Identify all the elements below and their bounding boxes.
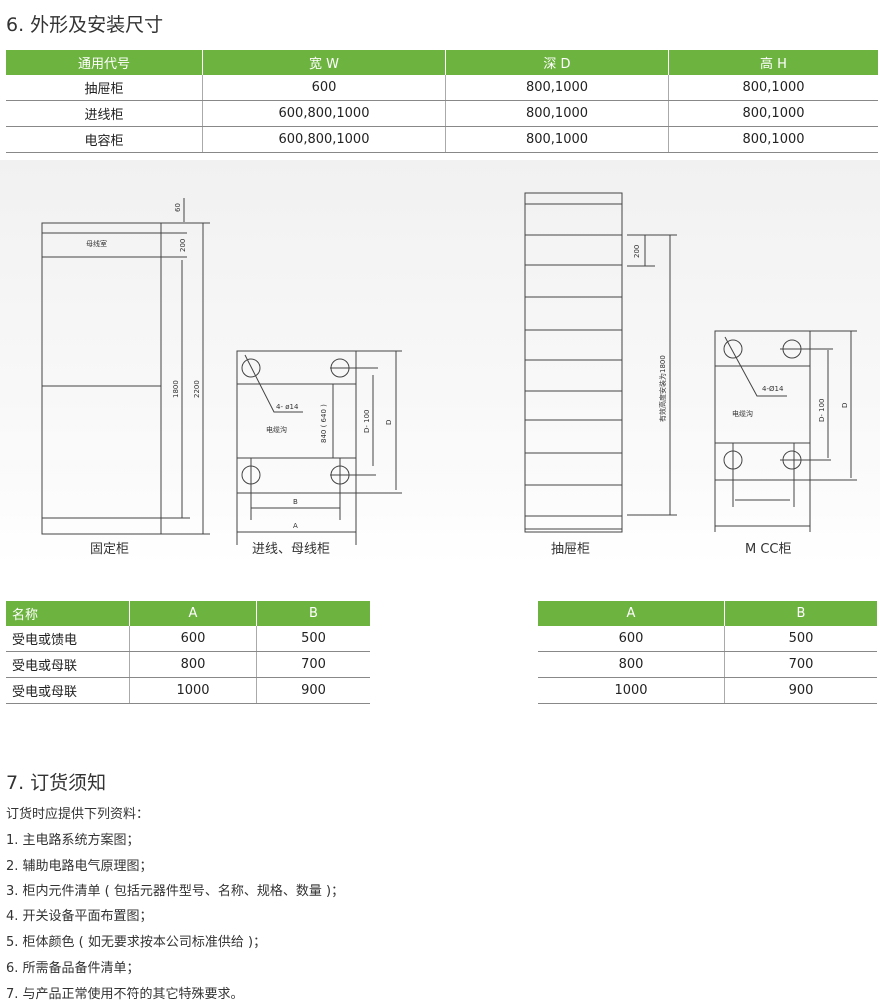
- cell: 800: [129, 651, 257, 678]
- cell: 受电或母联: [6, 651, 130, 678]
- list-item: 6. 所需备品备件清单；: [6, 961, 140, 976]
- col-header: A: [129, 601, 257, 626]
- cell: 900: [256, 677, 370, 704]
- cell: 800: [538, 651, 725, 678]
- cell: 受电或馈电: [6, 626, 130, 652]
- col-header: 名称: [6, 601, 130, 626]
- dim-1800: 1800: [172, 380, 180, 398]
- busbar-room-label: 母线室: [86, 239, 107, 248]
- dim-2200: 2200: [193, 380, 201, 398]
- cell: 进线柜: [6, 100, 203, 127]
- dim-200: 200: [179, 239, 187, 252]
- list-item: 5. 柜体颜色 ( 如无要求按本公司标准供给 )；: [6, 935, 267, 950]
- cell: 受电或母联: [6, 677, 130, 704]
- col-header: A: [538, 601, 725, 626]
- cell: 700: [256, 651, 370, 678]
- cell: 600: [538, 626, 725, 652]
- incoming-cabinet-caption: 进线、母线柜: [252, 542, 330, 557]
- drawer-cabinet-caption: 抽屉柜: [551, 542, 590, 557]
- drawer-cabinet-drawing: [524, 192, 677, 533]
- effective-height-label: 有效高度安装为1800: [658, 355, 667, 422]
- cell: 1000: [129, 677, 257, 704]
- dim-d: D: [841, 403, 849, 408]
- list-item: 3. 柜内元件清单 ( 包括元器件型号、名称、规格、数量 )；: [6, 884, 345, 899]
- cell: 800,1000: [445, 126, 669, 153]
- cell: 800,1000: [445, 100, 669, 127]
- dim-840: 840 ( 640 ): [320, 404, 328, 443]
- col-header: B: [724, 601, 877, 626]
- dim-d-100: D- 100: [363, 409, 371, 433]
- section-7-title: 7. 订货须知: [6, 772, 107, 794]
- section-6-title: 6. 外形及安装尺寸: [6, 14, 164, 36]
- dim-60: 60: [174, 203, 182, 212]
- trench-label: 电缆沟: [266, 425, 287, 434]
- cell: 600: [202, 75, 446, 101]
- cell: 1000: [538, 677, 725, 704]
- cell: 900: [724, 677, 877, 704]
- cell: 600,800,1000: [202, 100, 446, 127]
- dim-a: A: [293, 522, 298, 530]
- col-header: 通用代号: [6, 50, 203, 75]
- holes-label: 4- ø14: [276, 403, 299, 411]
- list-item: 4. 开关设备平面布置图；: [6, 909, 153, 924]
- cell: 电容柜: [6, 126, 203, 153]
- cell: 600: [129, 626, 257, 652]
- cell: 600,800,1000: [202, 126, 446, 153]
- list-item: 2. 辅助电路电气原理图；: [6, 859, 153, 874]
- mcc-cabinet-drawing: [714, 330, 857, 532]
- trench-label: 电缆沟: [732, 409, 753, 418]
- list-item: 7. 与产品正常使用不符的其它特殊要求。: [6, 987, 244, 1002]
- cell: 800,1000: [668, 100, 878, 127]
- col-header: 高 H: [668, 50, 878, 75]
- cell: 800,1000: [668, 126, 878, 153]
- holes-label: 4-Ø14: [762, 385, 784, 393]
- col-header: 宽 W: [202, 50, 446, 75]
- ordering-intro: 订货时应提供下列资料：: [6, 807, 150, 822]
- col-header: B: [256, 601, 370, 626]
- drawings-panel: 母线室 60 200 1800 2200 固定柜 4- ø14 电缆沟 840 …: [0, 160, 880, 565]
- cell: 800,1000: [668, 75, 878, 101]
- list-item: 1. 主电路系统方案图；: [6, 833, 140, 848]
- dim-200: 200: [633, 245, 641, 258]
- dim-d: D: [385, 420, 393, 425]
- mcc-cabinet-caption: M CC柜: [745, 542, 792, 557]
- cell: 500: [724, 626, 877, 652]
- fixed-cabinet-caption: 固定柜: [90, 542, 129, 557]
- cabinet-drawings: 母线室 60 200 1800 2200 固定柜 4- ø14 电缆沟 840 …: [41, 192, 857, 557]
- cell: 抽屉柜: [6, 75, 203, 101]
- cell: 700: [724, 651, 877, 678]
- dim-b: B: [293, 498, 298, 506]
- incoming-cabinet-drawing: [236, 350, 402, 545]
- cell: 800,1000: [445, 75, 669, 101]
- fixed-cabinet-drawing: [41, 198, 210, 535]
- dim-d-100: D- 100: [818, 398, 826, 422]
- cell: 500: [256, 626, 370, 652]
- col-header: 深 D: [445, 50, 669, 75]
